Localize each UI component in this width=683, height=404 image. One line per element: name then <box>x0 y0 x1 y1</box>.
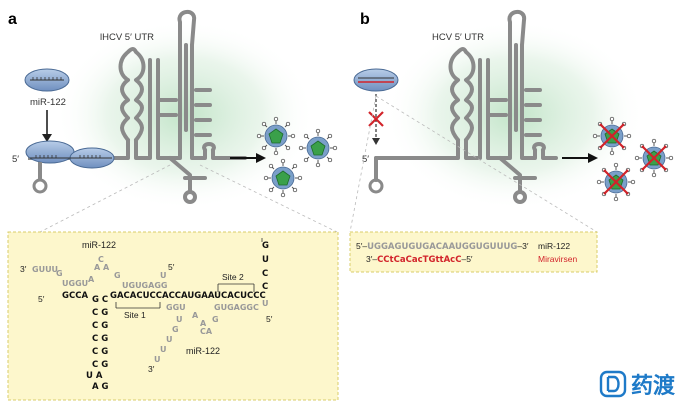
drug-seq-part: CC <box>377 255 389 265</box>
detail-tail-u: U <box>176 315 183 324</box>
detail-right-c2: C <box>262 282 268 292</box>
blocked-binding-arrow <box>368 94 384 145</box>
detail-stem-cg4: C G <box>92 347 108 357</box>
detail-three-prime-bottom: 3′ <box>148 364 155 374</box>
drug-seq-part: tt <box>435 255 443 265</box>
detail-gcca: GCCA <box>62 291 88 301</box>
detail-stem-cg1: C G <box>92 308 108 318</box>
watermark-text: 药渡 <box>630 374 675 399</box>
panel-b-five-prime: 5′ <box>362 154 369 165</box>
panel-a-five-prime: 5′ <box>12 154 19 165</box>
panel-b-mir122-label: miR-122 <box>538 241 570 251</box>
detail-loop-g: G <box>56 269 63 278</box>
panel-a-sequence-detail: miR-122 3′ GUUU G UGGU A C A A G UGUGAGG… <box>20 238 273 392</box>
drug-seq-part: TG <box>423 255 436 265</box>
yaodu-logo-icon <box>599 370 627 398</box>
drug-seq-part: A <box>444 255 451 265</box>
panel-a-utr-label: lHCV 5′ UTR <box>100 32 154 43</box>
detail-upper-g: G <box>114 271 121 280</box>
detail-stem-ag: A G <box>92 382 109 392</box>
drug-seq-part: a <box>400 255 406 265</box>
detail-upper-mid-u: U <box>160 271 167 280</box>
detail-main-strand: GACACUCCACCAUGAAUCACUCCC <box>110 291 266 301</box>
drug-seq-part: c <box>450 255 455 265</box>
detail-five-prime-right: 5′ <box>266 314 273 324</box>
panel-a-detail-box <box>7 231 339 401</box>
panel-a-hcv-rna <box>93 10 247 204</box>
miravirsen-bound-mir122-icon <box>353 68 399 92</box>
drug-seq-part: t <box>390 255 394 265</box>
detail-tail-ca: CA <box>200 327 213 336</box>
detail-stem-cg5: C G <box>92 360 108 370</box>
panel-a-zoom-line-right <box>199 164 338 233</box>
detail-tail-u2: U <box>166 335 173 344</box>
mir122-icon <box>24 68 70 92</box>
detail-gugaggc: GUGAGGC <box>214 303 259 312</box>
detail-right-g: G <box>262 241 269 251</box>
detail-mir122-top-label: miR-122 <box>82 240 116 250</box>
panel-b-detail-box <box>349 231 598 273</box>
detail-five-prime-left: 5′ <box>38 294 45 304</box>
miravirsen-sequence-line: 3′–CCtCaCacTGttAcC–5′ <box>366 254 473 265</box>
detail-upper-left-strand: UGGU <box>62 279 88 288</box>
drug-suffix: –5′ <box>461 254 472 264</box>
detail-upper-aa: A A <box>94 263 110 272</box>
panel-a-production-arrow <box>230 153 266 163</box>
bound-mir122-complex <box>25 140 125 194</box>
detail-mir-bottom-strand: GGU <box>166 303 186 312</box>
detail-tail-u4: U <box>154 355 161 364</box>
panel-b-utr-label: HCV 5′ UTR <box>432 32 484 43</box>
detail-tail-a: A <box>192 311 199 320</box>
panel-b-sequence-detail: 5′–UGGAGUGUGACAAUGGUGUUUG–3′ miR-122 3′–… <box>356 241 577 265</box>
mir122-sequence-line: 5′–UGGAGUGUGACAAUGGUGUUUG–3′ <box>356 241 529 252</box>
detail-stem-cg3: C G <box>92 334 108 344</box>
binding-arrow <box>42 110 52 142</box>
detail-three-prime-left: 3′ <box>20 264 27 274</box>
mir-seq-prefix: 5′– <box>356 241 367 251</box>
detail-mir122-bottom-label: miR-122 <box>186 346 220 356</box>
detail-upper-mid: UGUGAGG <box>122 281 167 290</box>
panel-b-hcv-rna <box>368 10 558 204</box>
drug-seq-part: C <box>455 255 461 265</box>
panel-b-zoom-line-right <box>375 95 598 233</box>
detail-tail-u3: U <box>160 345 167 354</box>
detail-tail-a2: A <box>200 319 207 328</box>
panel-b-production-arrow <box>562 153 598 163</box>
mir122-label: miR-122 <box>30 97 66 108</box>
hcv-virions-b-blocked <box>592 116 674 202</box>
virion-cross-icons <box>599 123 667 195</box>
mir-seq: UGGAGUGUGACAAUGGUGUUUG <box>367 242 517 252</box>
panel-b-zoom-line-left <box>349 95 377 233</box>
drug-seq-part: C <box>406 255 412 265</box>
drug-prefix: 3′– <box>366 254 377 264</box>
detail-stem-gc: G C <box>92 295 108 305</box>
detail-right-u2: U <box>262 299 269 308</box>
drug-seq-part: ac <box>412 255 423 265</box>
detail-upper-c: C <box>98 255 104 264</box>
site2-label: Site 2 <box>222 272 244 282</box>
mir-seq-suffix: –3′ <box>517 241 528 251</box>
drug-seq-part: C <box>394 255 400 265</box>
detail-stem-cg2: C G <box>92 321 108 331</box>
detail-loop-a: A <box>88 275 95 284</box>
panel-a-zoom-line-left <box>39 164 171 233</box>
detail-right-u: U <box>262 255 269 265</box>
watermark: 药渡 <box>599 368 675 400</box>
detail-tail-g: G <box>172 325 179 334</box>
site1-label: Site 1 <box>124 310 146 320</box>
detail-tail-g2: G <box>212 315 219 324</box>
panel-b-letter: b <box>360 11 370 28</box>
detail-stem-ua: U A <box>86 371 103 381</box>
panel-a-letter: a <box>8 11 17 28</box>
detail-five-prime-top: 5′ <box>168 262 175 272</box>
detail-right-c1: C <box>262 269 268 279</box>
miravirsen-label: Miravirsen <box>538 254 577 264</box>
detail-upper-left-tail: GUUU <box>32 265 58 274</box>
